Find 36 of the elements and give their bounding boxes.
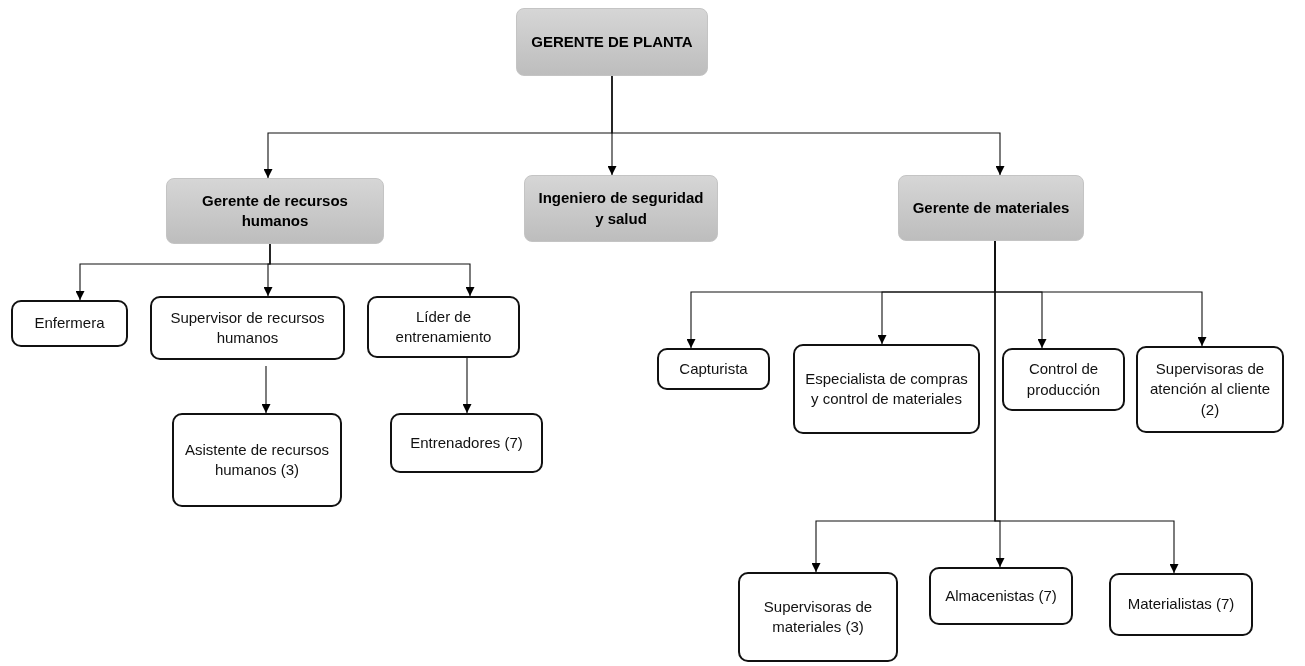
position-box — [657, 348, 770, 390]
position-title: Ingeniero de seguridad y salud — [537, 188, 705, 229]
position-title: Capturista — [679, 358, 748, 379]
position-title: Especialista de compras y control de materiales — [805, 368, 968, 409]
position-title: Asistente de recursos humanos (3) — [184, 439, 330, 480]
position-title: Almacenistas (7) — [945, 585, 1057, 606]
connector-arrow — [269, 243, 475, 297]
position-title: Supervisoras de atención al cliente (2) — [1148, 359, 1272, 420]
position-title: Materialistas (7) — [1127, 594, 1235, 615]
position-title: Enfermera — [34, 313, 105, 334]
position-box — [1002, 348, 1125, 411]
position-box — [367, 296, 520, 358]
position-box — [1109, 573, 1253, 636]
position-title: Control de producción — [1025, 359, 1102, 400]
position-title: Gerente de recursos humanos — [201, 190, 349, 231]
position-title: Gerente de materiales — [912, 197, 1070, 218]
position-box — [172, 413, 342, 507]
connector-arrow — [261, 365, 271, 414]
position-title: Supervisoras de materiales (3) — [762, 596, 874, 637]
position-title: Líder de entrenamiento — [394, 306, 493, 347]
position-box — [1136, 346, 1284, 433]
position-box — [150, 296, 345, 360]
connector-arrow — [462, 357, 472, 414]
position-box — [738, 572, 898, 662]
manager-box — [166, 178, 384, 244]
connector-arrow — [611, 75, 1005, 176]
position-title: GERENTE DE PLANTA — [531, 31, 693, 52]
position-title: Supervisor de recursos humanos — [169, 307, 326, 348]
position-title: Entrenadores (7) — [410, 432, 523, 453]
manager-box — [898, 175, 1084, 241]
position-box — [793, 344, 980, 434]
manager-box — [516, 8, 708, 76]
manager-box — [524, 175, 718, 242]
position-box — [11, 300, 128, 347]
position-box — [390, 413, 543, 473]
position-box — [929, 567, 1073, 625]
